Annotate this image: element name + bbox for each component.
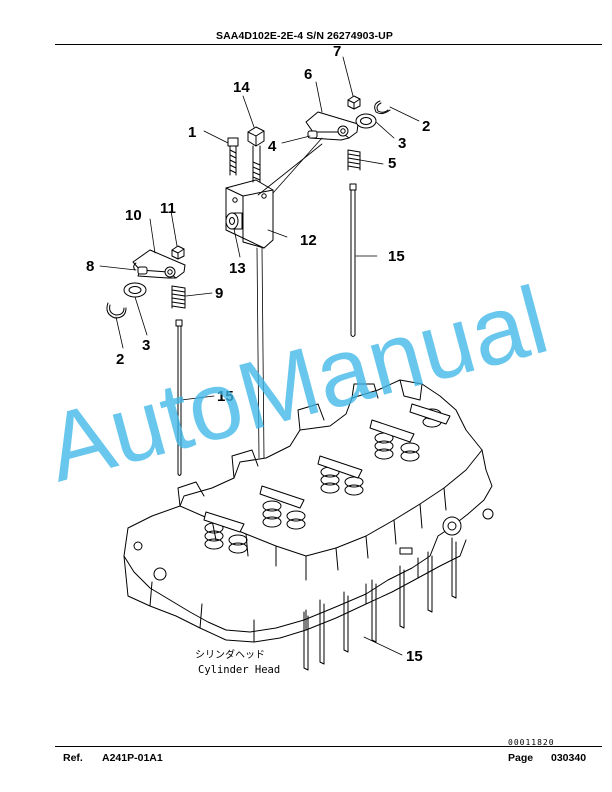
left-rocker-arm	[132, 249, 186, 279]
callout-5: 5	[388, 155, 396, 172]
document-title: SAA4D102E-2E-4 S/N 26274903-UP	[216, 30, 393, 42]
callout-7: 7	[333, 43, 341, 60]
callout-leader-lines	[99, 56, 420, 656]
callout-11: 11	[160, 200, 176, 217]
support-bolt	[227, 137, 239, 176]
callout-12: 12	[300, 232, 317, 249]
callout-2-left: 2	[116, 351, 124, 368]
callout-3-left: 3	[142, 337, 150, 354]
rocker-support-block	[225, 179, 274, 249]
callout-15-head-rods: 15	[406, 648, 423, 665]
page-label: Page	[508, 752, 534, 764]
right-rocker-arm	[305, 111, 359, 141]
footer-divider	[55, 746, 602, 747]
right-pivot-pin	[307, 130, 318, 139]
callout-1: 1	[188, 124, 196, 141]
callout-3-right: 3	[398, 135, 406, 152]
callout-4: 4	[268, 138, 277, 155]
right-adjust-nut	[347, 95, 361, 110]
left-washer	[123, 282, 147, 298]
document-code: 00011820	[508, 738, 555, 747]
callout-13: 13	[229, 260, 246, 277]
callout-15-right-rod: 15	[388, 248, 405, 265]
ref-value: A241P-01A1	[102, 752, 163, 764]
page-number: 030340	[551, 752, 587, 764]
right-spring	[347, 149, 361, 171]
callout-15-left-rod: 15	[217, 388, 234, 405]
ref-label: Ref.	[63, 752, 83, 764]
support-long-bolt	[247, 126, 265, 183]
callout-2-right: 2	[422, 118, 430, 135]
cylinder-head	[123, 379, 494, 671]
right-push-rod	[349, 183, 357, 337]
right-snap-ring	[374, 100, 391, 115]
header-divider	[55, 44, 602, 45]
callout-6: 6	[304, 66, 312, 83]
caption-english: Cylinder Head	[198, 664, 280, 676]
right-washer	[355, 113, 377, 129]
left-spring	[171, 285, 186, 309]
callout-10: 10	[125, 207, 142, 224]
left-snap-ring	[106, 302, 127, 319]
support-plug	[225, 212, 243, 230]
callout-14: 14	[233, 79, 250, 96]
assembly-guide-lines	[256, 137, 323, 459]
callout-9: 9	[215, 285, 223, 302]
caption-japanese: シリンダヘッド	[195, 648, 265, 661]
left-pivot-pin	[137, 266, 148, 275]
callout-8: 8	[86, 258, 94, 275]
left-adjust-nut	[171, 245, 185, 260]
